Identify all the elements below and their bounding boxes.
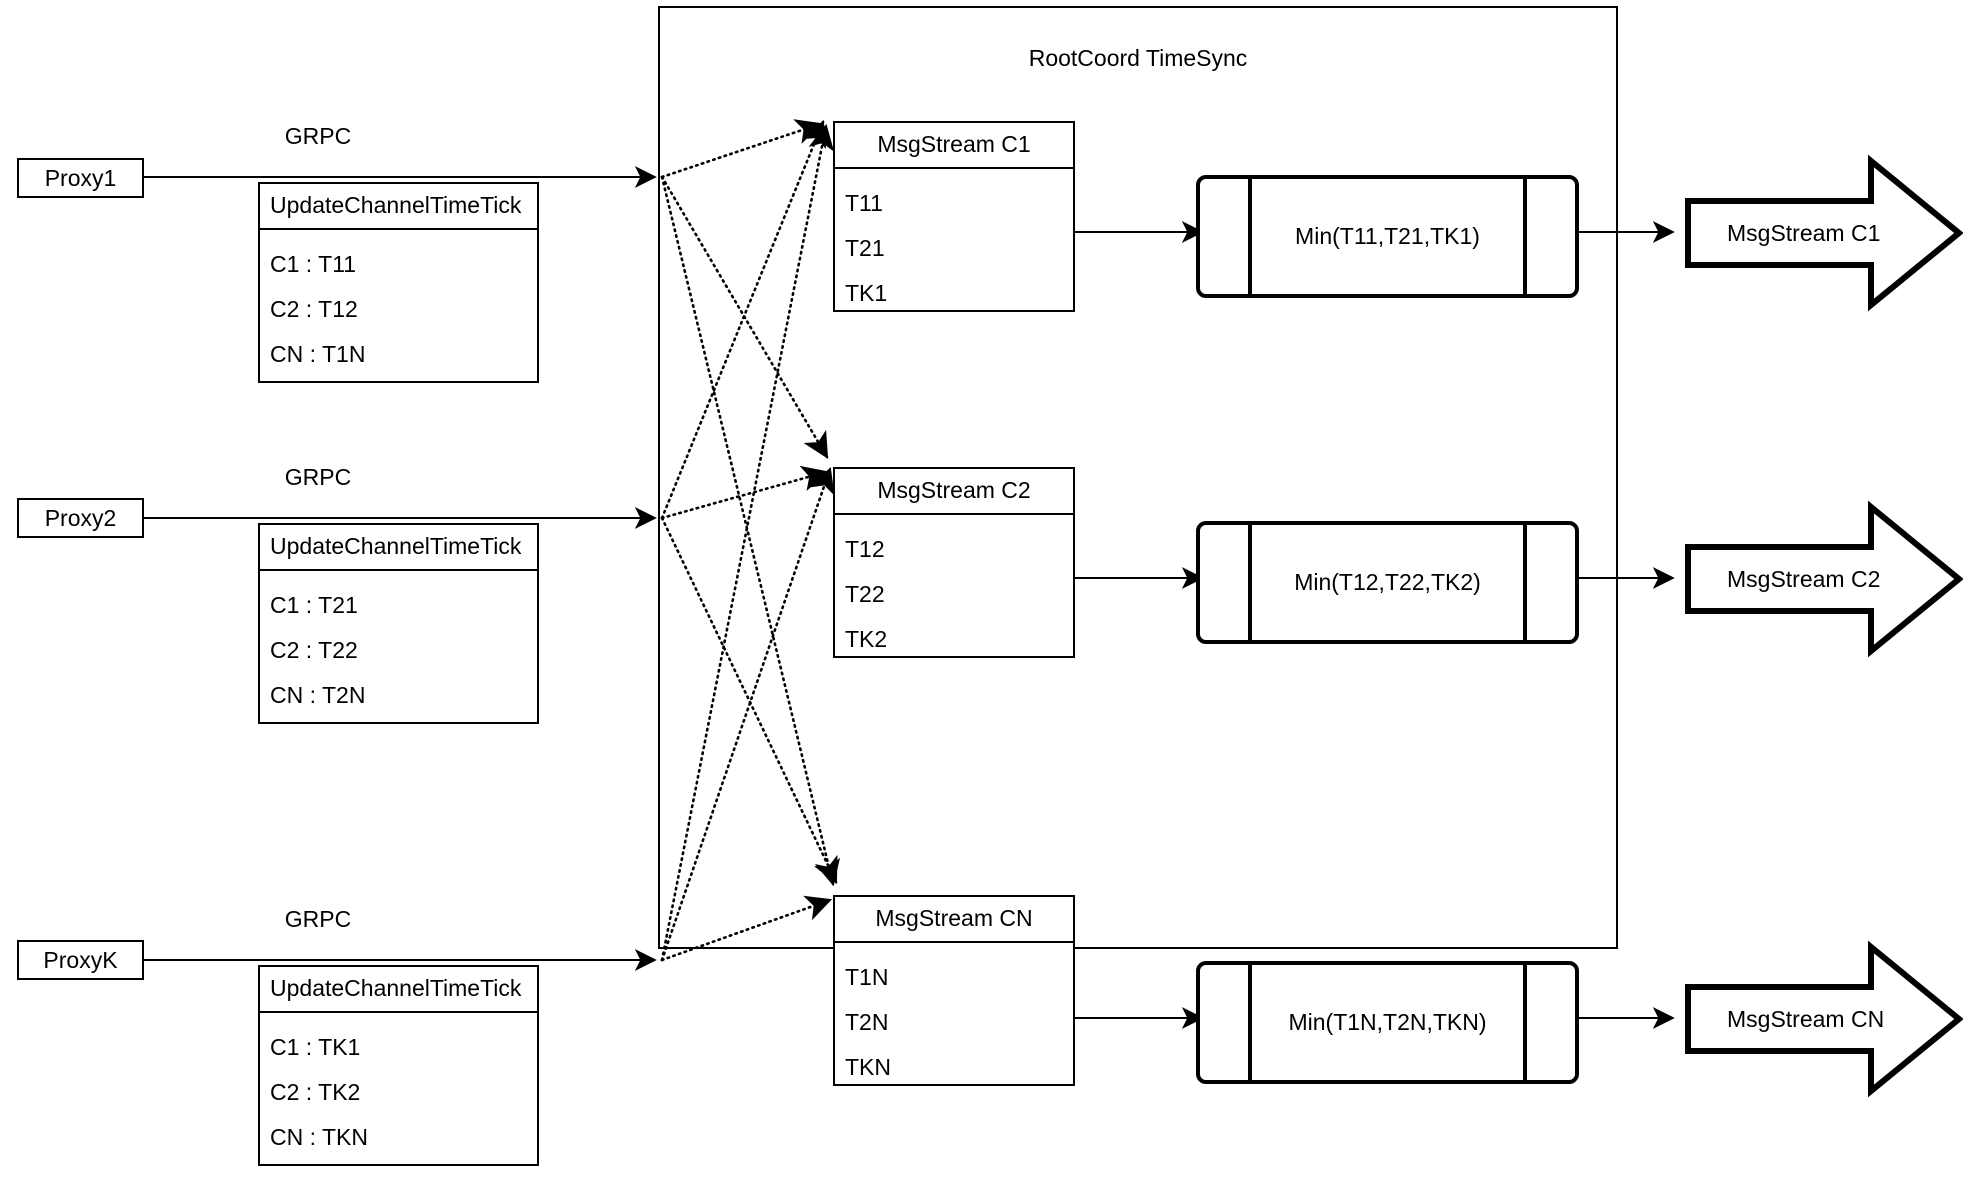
request-row: C2 : T22 (270, 637, 358, 663)
msgstream-row: T21 (845, 235, 885, 261)
output-label-2: MsgStream CN (1727, 1005, 1885, 1032)
request-row: C1 : T11 (270, 251, 357, 277)
request-rows-2: C1 : TK1 C2 : TK2 CN : TKN (260, 1013, 537, 1170)
output-label-1: MsgStream C2 (1727, 565, 1881, 592)
request-row: C2 : T12 (270, 296, 358, 322)
msgstream-title-0: MsgStream C1 (835, 123, 1073, 169)
request-table-0: UpdateChannelTimeTick C1 : T11 C2 : T12 … (258, 182, 539, 383)
msgstream-rows-2: T1N T2N TKN (835, 943, 1073, 1100)
process-right-bar (1523, 965, 1527, 1080)
request-row: C2 : TK2 (270, 1079, 361, 1105)
proxy-box-1[interactable]: Proxy2 (17, 498, 144, 538)
proxy-label-2: ProxyK (43, 946, 118, 973)
grpc-label-0: GRPC (284, 123, 352, 149)
msgstream-table-1: MsgStream C2 T12 T22 TK2 (833, 467, 1075, 658)
min-process-2: Min(T1N,T2N,TKN) (1196, 961, 1579, 1084)
output-block-arrow-1: MsgStream C2 (1685, 500, 1963, 658)
msgstream-row: TK2 (845, 626, 888, 652)
msgstream-table-2: MsgStream CN T1N T2N TKN (833, 895, 1075, 1086)
request-row: CN : TKN (270, 1124, 368, 1150)
min-process-1: Min(T12,T22,TK2) (1196, 521, 1579, 644)
output-block-arrow-2: MsgStream CN (1685, 940, 1963, 1098)
msgstream-rows-1: T12 T22 TK2 (835, 515, 1073, 672)
proxy-box-2[interactable]: ProxyK (17, 940, 144, 980)
proxy-label-1: Proxy2 (44, 504, 117, 531)
min-process-label-1: Min(T12,T22,TK2) (1294, 569, 1481, 595)
msgstream-title-2: MsgStream CN (835, 897, 1073, 943)
msgstream-row: T22 (845, 581, 885, 607)
request-row: C1 : TK1 (270, 1034, 361, 1060)
process-right-bar (1523, 179, 1527, 294)
msgstream-table-0: MsgStream C1 T11 T21 TK1 (833, 121, 1075, 312)
proxy-box-0[interactable]: Proxy1 (17, 158, 144, 198)
request-row: CN : T2N (270, 682, 366, 708)
process-left-bar (1248, 965, 1252, 1080)
request-row: C1 : T21 (270, 592, 358, 618)
process-left-bar (1248, 179, 1252, 294)
request-table-2: UpdateChannelTimeTick C1 : TK1 C2 : TK2 … (258, 965, 539, 1166)
msgstream-title-1: MsgStream C2 (835, 469, 1073, 515)
request-method-0: UpdateChannelTimeTick (260, 184, 537, 230)
request-method-1: UpdateChannelTimeTick (260, 525, 537, 571)
msgstream-row: T11 (845, 190, 883, 216)
process-left-bar (1248, 525, 1252, 640)
output-label-0: MsgStream C1 (1727, 219, 1881, 246)
grpc-label-1: GRPC (284, 464, 352, 490)
msgstream-row: T12 (845, 536, 885, 562)
request-rows-1: C1 : T21 C2 : T22 CN : T2N (260, 571, 537, 728)
msgstream-row: T1N (845, 964, 889, 990)
request-table-1: UpdateChannelTimeTick C1 : T21 C2 : T22 … (258, 523, 539, 724)
grpc-label-2: GRPC (284, 906, 352, 932)
request-row: CN : T1N (270, 341, 366, 367)
min-process-label-2: Min(T1N,T2N,TKN) (1288, 1009, 1487, 1035)
rootcoord-timesync-container (658, 6, 1618, 949)
proxy-label-0: Proxy1 (44, 164, 117, 191)
min-process-0: Min(T11,T21,TK1) (1196, 175, 1579, 298)
msgstream-row: TK1 (845, 280, 888, 306)
request-method-2: UpdateChannelTimeTick (260, 967, 537, 1013)
msgstream-row: TKN (845, 1054, 891, 1080)
request-rows-0: C1 : T11 C2 : T12 CN : T1N (260, 230, 537, 387)
container-title: RootCoord TimeSync (1028, 45, 1248, 71)
min-process-label-0: Min(T11,T21,TK1) (1295, 223, 1480, 249)
msgstream-rows-0: T11 T21 TK1 (835, 169, 1073, 326)
msgstream-row: T2N (845, 1009, 889, 1035)
output-block-arrow-0: MsgStream C1 (1685, 154, 1963, 312)
process-right-bar (1523, 525, 1527, 640)
